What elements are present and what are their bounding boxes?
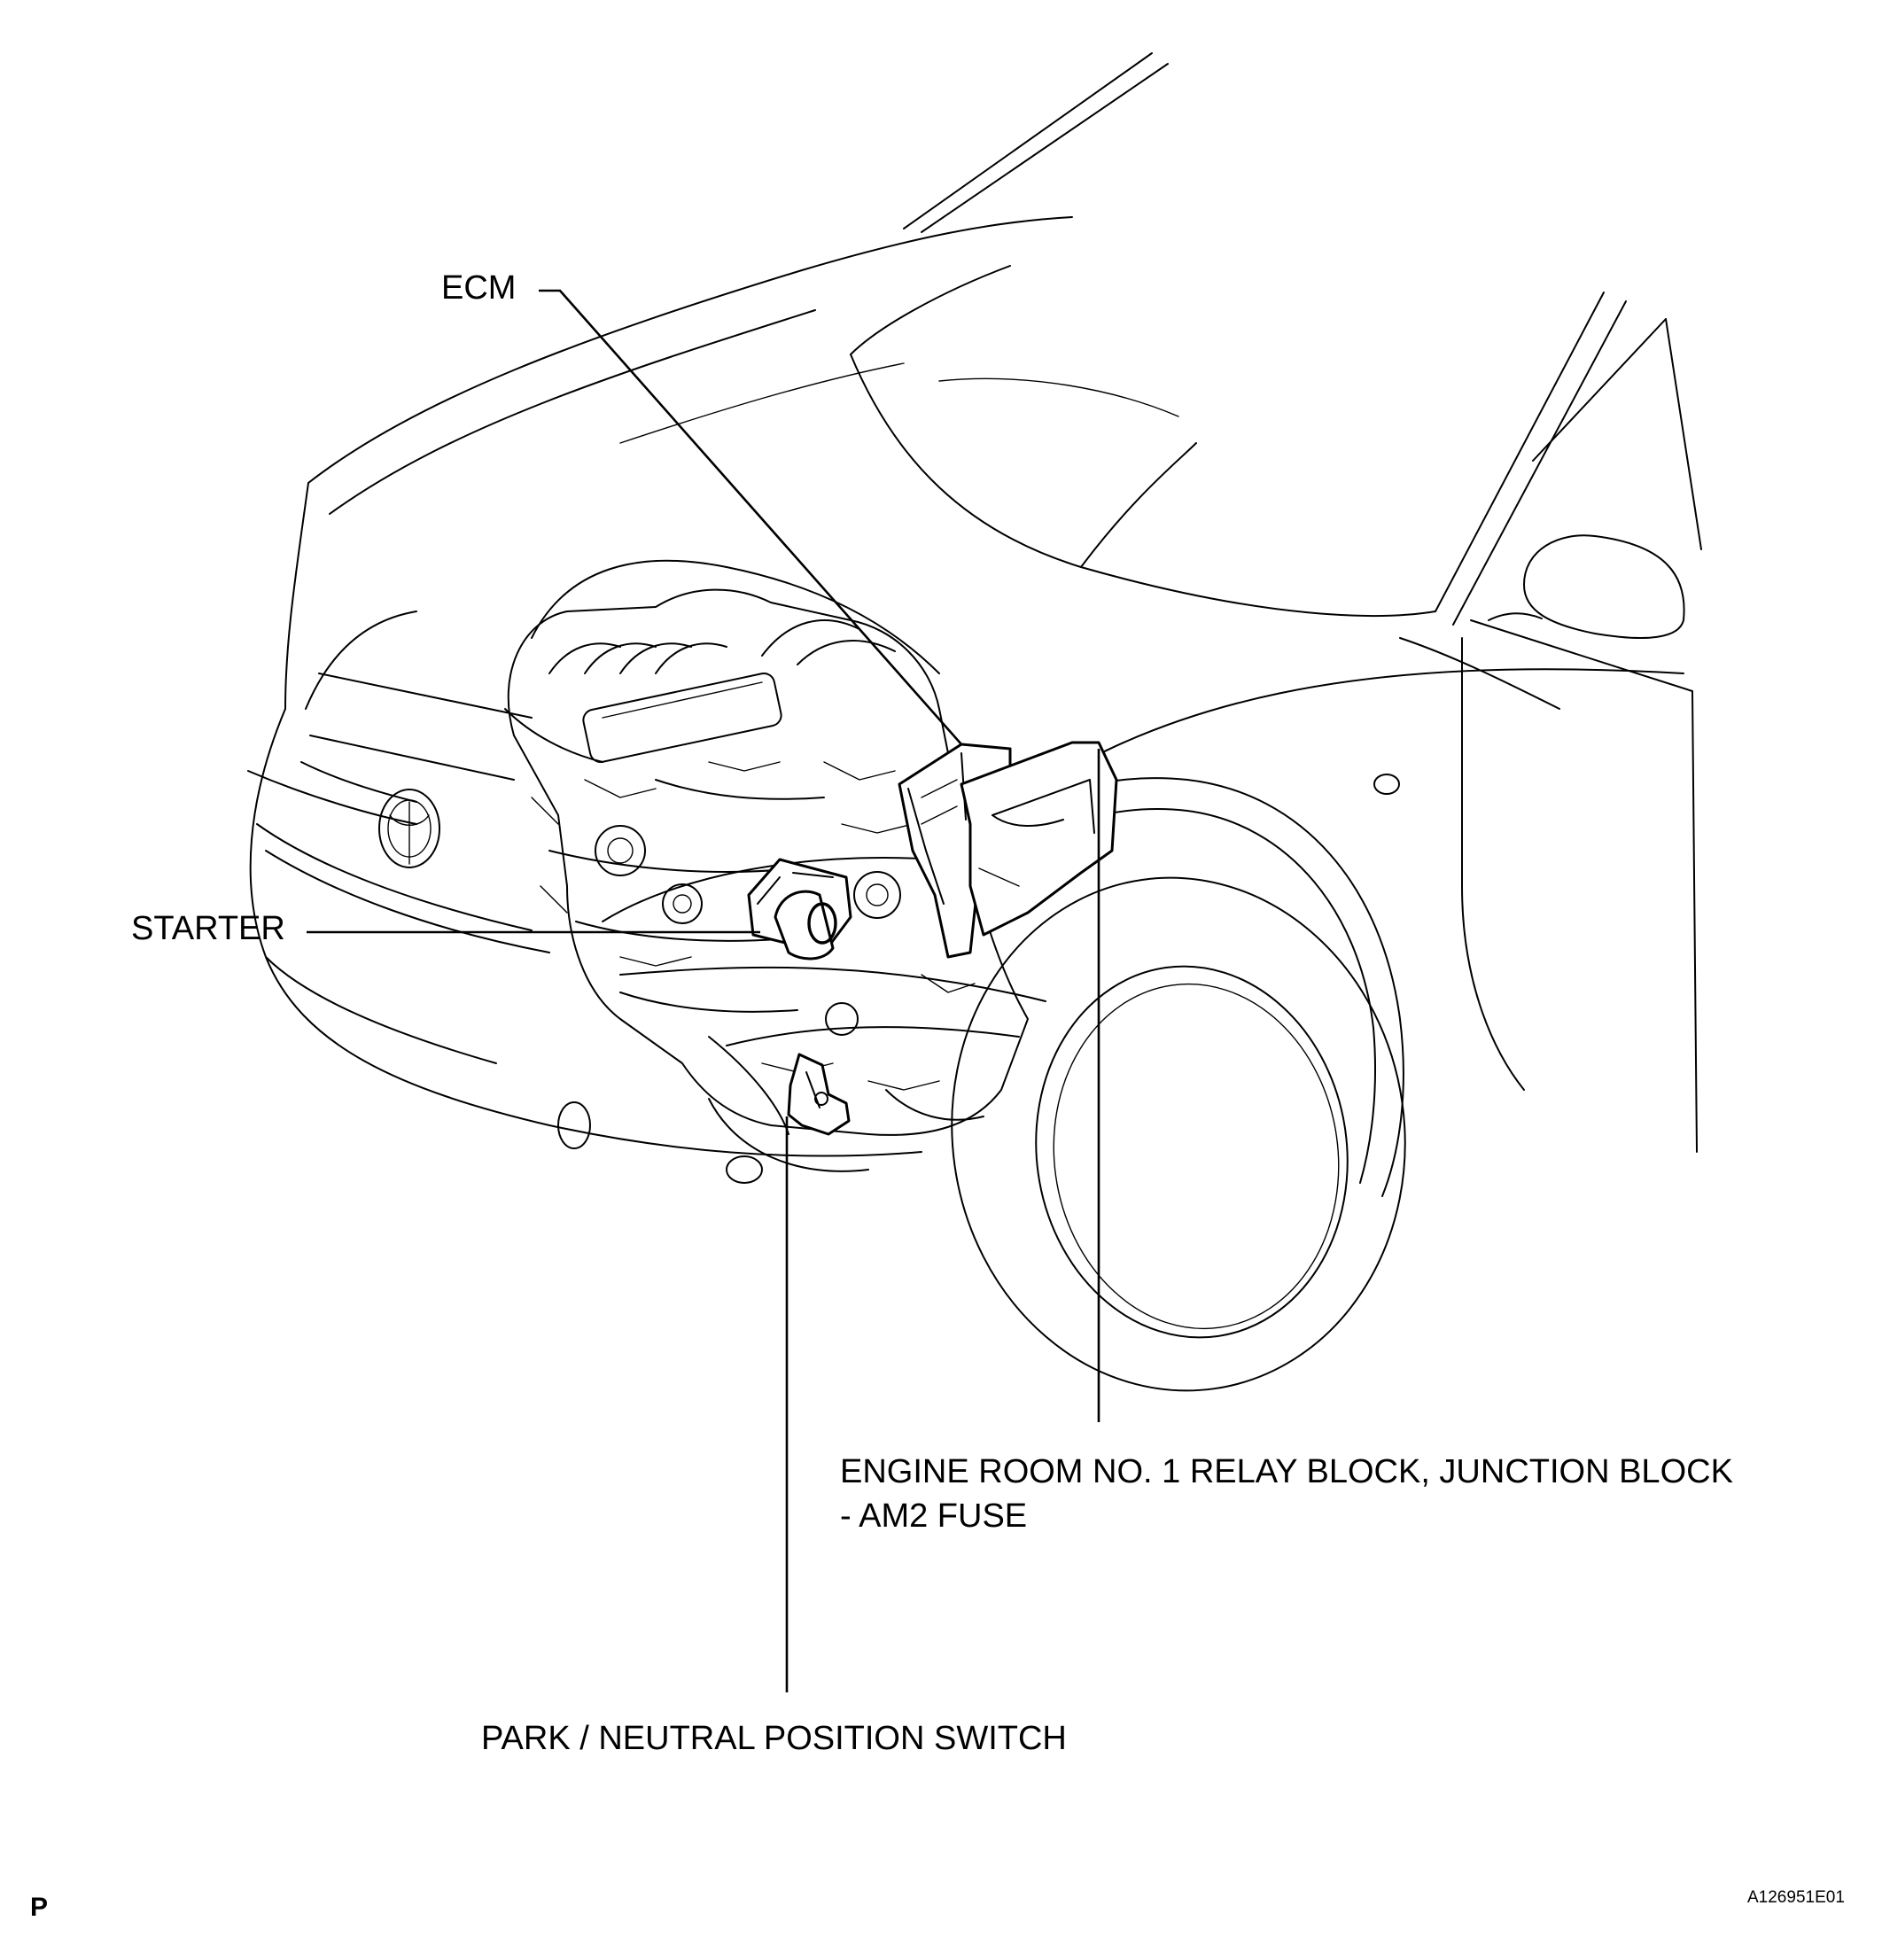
- figure-code: A126951E01: [1747, 1888, 1845, 1907]
- ecm-leader: [539, 289, 962, 745]
- ecm-label: ECM: [441, 269, 517, 307]
- relay-block-label-line1: ENGINE ROOM NO. 1 RELAY BLOCK, JUNCTION …: [840, 1453, 1733, 1490]
- relay-block-label-line2: - AM2 FUSE: [840, 1497, 1028, 1535]
- vehicle-body-outline: [247, 52, 1702, 1392]
- corner-mark: P: [30, 1893, 49, 1922]
- pnp-switch-label: PARK / NEUTRAL POSITION SWITCH: [481, 1720, 1067, 1757]
- relay-block: [960, 741, 1118, 937]
- starter-motor: [747, 858, 852, 961]
- leader-lines: [307, 289, 1100, 1692]
- park-neutral-position-switch: [787, 1053, 851, 1136]
- engine-assembly: [504, 588, 1046, 1136]
- starter-label: STARTER: [131, 910, 285, 947]
